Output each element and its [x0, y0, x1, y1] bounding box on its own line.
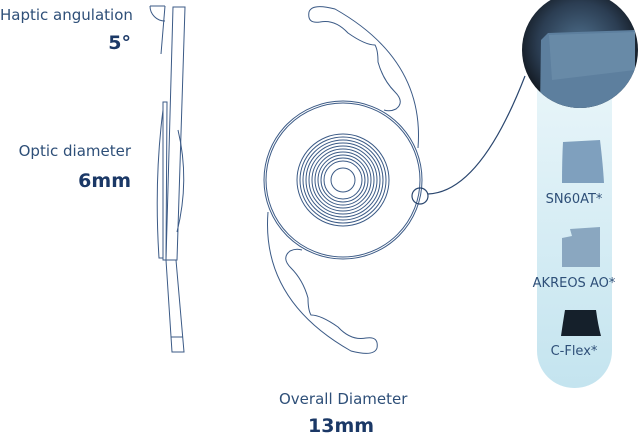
sn60at-label: SN60AT* — [545, 192, 603, 207]
connector-line — [427, 75, 526, 195]
optic-back-curve — [176, 129, 185, 233]
cflex-edge-image — [561, 310, 601, 336]
overall-diameter-value: 13mm — [308, 415, 375, 437]
c-flex-label: C-Flex* — [550, 344, 598, 359]
front-view — [263, 6, 526, 354]
side-profile — [149, 5, 186, 353]
diffractive-rings — [296, 133, 390, 227]
overall-diameter-label: Overall Diameter — [279, 390, 408, 408]
magnify-marker — [411, 187, 429, 205]
sn60at-edge-image — [562, 140, 604, 183]
haptic-strip-upper — [165, 6, 186, 261]
optic-diameter-value: 6mm — [78, 170, 131, 192]
optic-edge — [162, 101, 168, 261]
haptic-strip-lower — [165, 259, 185, 353]
haptic-angulation-label: Haptic angulation — [0, 6, 133, 24]
haptic-upper — [308, 6, 420, 149]
haptic-angulation-value: 5° — [108, 32, 131, 54]
akreos-edge-image — [562, 227, 600, 267]
optic-front-curve — [156, 109, 164, 259]
optic-outer-edge — [263, 100, 423, 260]
optic-diameter-label: Optic diameter — [18, 142, 131, 160]
edge-comparison-panel — [522, 0, 638, 388]
angle-arc — [149, 5, 166, 22]
akreos-ao-label: AKREOS AO* — [532, 276, 616, 291]
